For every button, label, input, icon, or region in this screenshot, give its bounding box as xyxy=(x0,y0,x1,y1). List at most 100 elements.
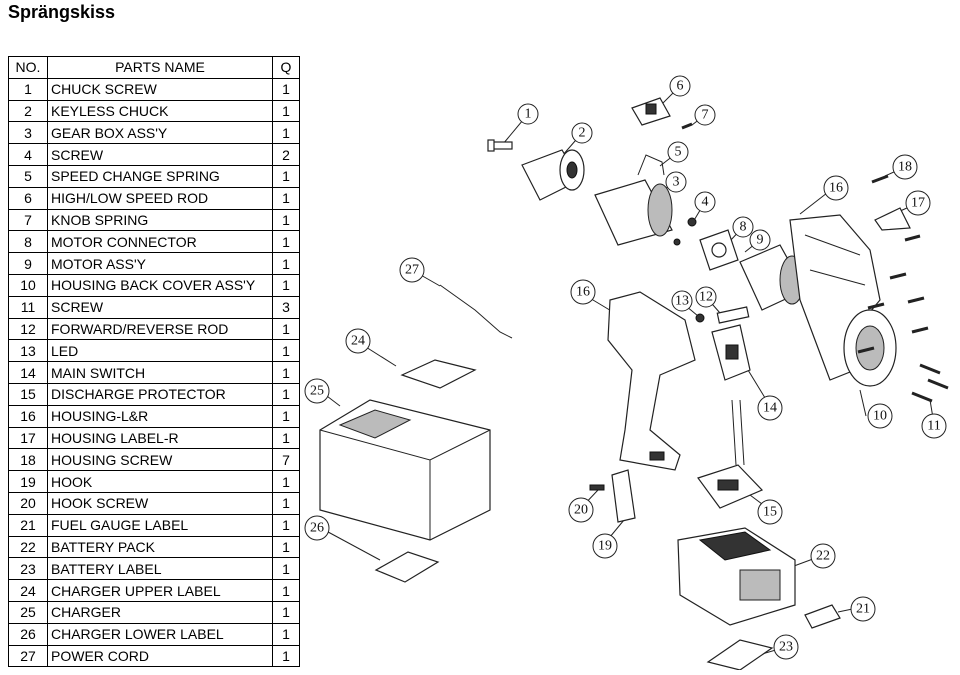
charger-lower-label-part xyxy=(374,551,440,583)
cell-quantity: 1 xyxy=(272,77,300,101)
callout-16-right: 16 xyxy=(823,175,849,201)
callout-1: 1 xyxy=(517,103,539,125)
cell-no: 24 xyxy=(8,579,48,602)
cell-quantity: 1 xyxy=(272,339,300,363)
callout-12: 12 xyxy=(695,286,717,308)
svg-text:20: 20 xyxy=(574,503,588,518)
charger-part xyxy=(319,399,491,541)
svg-text:14: 14 xyxy=(763,401,777,416)
cell-no: 23 xyxy=(8,557,48,581)
svg-text:11: 11 xyxy=(927,419,940,434)
cell-parts-name: MOTOR CONNECTOR xyxy=(47,230,273,254)
table-header-row: NO. PARTS NAME Q xyxy=(8,56,300,79)
battery-pack-part xyxy=(677,527,796,626)
cell-parts-name: BATTERY LABEL xyxy=(47,557,273,581)
cell-parts-name: LED xyxy=(47,339,273,363)
svg-text:6: 6 xyxy=(677,79,684,94)
cell-parts-name: GEAR BOX ASS'Y xyxy=(47,121,273,145)
high-low-speed-rod-part xyxy=(631,97,671,126)
svg-text:22: 22 xyxy=(816,549,830,564)
cell-quantity: 1 xyxy=(272,121,300,145)
keyless-chuck-part xyxy=(521,149,585,201)
cell-parts-name: CHARGER xyxy=(47,600,273,624)
cell-no: 18 xyxy=(8,448,48,472)
svg-text:18: 18 xyxy=(898,160,912,175)
cell-no: 25 xyxy=(8,600,48,624)
discharge-protector-part xyxy=(697,399,764,509)
svg-text:3: 3 xyxy=(673,175,680,190)
housing-label-r-part xyxy=(874,207,911,231)
header-parts-name: PARTS NAME xyxy=(47,56,273,79)
callout-8: 8 xyxy=(732,216,754,238)
header-no: NO. xyxy=(8,56,48,79)
cell-quantity: 1 xyxy=(272,535,300,559)
callout-25: 25 xyxy=(304,378,330,404)
svg-text:10: 10 xyxy=(873,409,887,424)
cell-no: 12 xyxy=(8,317,48,341)
cell-no: 27 xyxy=(8,644,48,668)
callout-24: 24 xyxy=(345,328,371,354)
svg-text:5: 5 xyxy=(675,145,682,160)
callout-21: 21 xyxy=(850,596,876,622)
gear-box-part xyxy=(594,179,673,246)
callout-16-left: 16 xyxy=(570,279,596,305)
callout-4: 4 xyxy=(694,191,716,213)
cell-quantity: 1 xyxy=(272,317,300,341)
knob-spring-part xyxy=(681,122,693,130)
cell-no: 7 xyxy=(8,208,48,232)
cell-quantity: 1 xyxy=(272,579,300,602)
cell-parts-name: KNOB SPRING xyxy=(47,208,273,232)
screws-part xyxy=(911,363,949,403)
svg-text:21: 21 xyxy=(856,602,870,617)
cell-no: 6 xyxy=(8,186,48,210)
svg-text:27: 27 xyxy=(405,263,419,278)
cell-parts-name: POWER CORD xyxy=(47,644,273,668)
main-switch-part xyxy=(711,324,751,381)
callout-2: 2 xyxy=(571,122,593,144)
svg-text:13: 13 xyxy=(675,294,689,309)
led-part xyxy=(695,313,705,323)
cell-quantity: 1 xyxy=(272,361,300,384)
cell-quantity: 1 xyxy=(272,404,300,428)
callout-19: 19 xyxy=(592,533,618,559)
cell-no: 21 xyxy=(8,513,48,537)
cell-quantity: 1 xyxy=(272,622,300,646)
cell-quantity: 1 xyxy=(272,491,300,515)
svg-text:2: 2 xyxy=(579,126,586,141)
cell-parts-name: HOUSING SCREW xyxy=(47,448,273,472)
cell-quantity: 1 xyxy=(272,230,300,254)
cell-parts-name: SPEED CHANGE SPRING xyxy=(47,164,273,188)
svg-text:24: 24 xyxy=(351,334,365,349)
cell-no: 15 xyxy=(8,382,48,406)
callout-14: 14 xyxy=(757,395,783,421)
hook-screw-part xyxy=(589,484,605,491)
fuel-gauge-label-part xyxy=(804,604,841,629)
cell-no: 17 xyxy=(8,426,48,450)
svg-text:16: 16 xyxy=(829,181,843,196)
cell-no: 3 xyxy=(8,121,48,145)
cell-quantity: 1 xyxy=(272,164,300,188)
cell-parts-name: HOOK SCREW xyxy=(47,491,273,515)
cell-quantity: 1 xyxy=(272,470,300,493)
cell-parts-name: SCREW xyxy=(47,143,273,166)
cell-quantity: 1 xyxy=(272,557,300,581)
svg-text:16: 16 xyxy=(576,285,590,300)
cell-parts-name: HOUSING BACK COVER ASS'Y xyxy=(47,273,273,297)
callout-18: 18 xyxy=(892,154,918,180)
cell-parts-name: FORWARD/REVERSE ROD xyxy=(47,317,273,341)
